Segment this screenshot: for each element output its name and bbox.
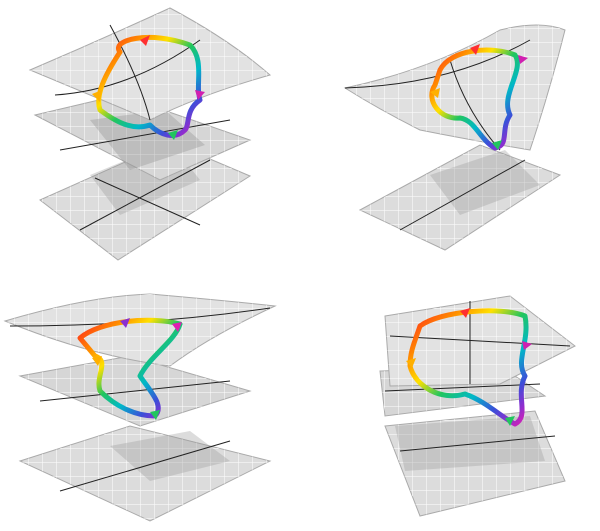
loop-arrow-icon <box>195 90 205 100</box>
loop-arrow-icon <box>460 308 470 318</box>
loop-arrow-icon <box>406 358 416 368</box>
loop-arrow-icon <box>150 410 160 420</box>
surface-diagram-bottom-left <box>3 293 277 522</box>
surface-diagram-top-left <box>28 7 272 261</box>
panel-top-right <box>300 0 600 265</box>
loop-arrow-icon <box>492 140 502 150</box>
loop-arrow-icon <box>120 318 130 328</box>
loop-arrow-icon <box>168 130 178 140</box>
saddle-sheet <box>343 24 566 151</box>
surface-diagram-bottom-right <box>379 295 576 517</box>
panel-bottom-left <box>0 266 300 531</box>
loop-arrow-icon <box>470 44 480 55</box>
middle-sheet <box>18 355 252 427</box>
colored-loop-curve <box>407 308 529 427</box>
panel-top-left <box>0 0 300 265</box>
middle-sheet <box>33 94 252 181</box>
surface-diagram-top-right <box>343 24 566 251</box>
bottom-sheet <box>384 410 566 517</box>
bottom-sheet <box>18 425 272 522</box>
loop-arrow-icon <box>505 416 515 426</box>
loop-arrow-icon <box>172 322 182 332</box>
bottom-sheet <box>358 144 562 251</box>
colored-loop-curve <box>96 35 203 138</box>
loop-arrow-icon <box>92 90 102 102</box>
colored-loop-curve <box>77 317 183 419</box>
loop-arrow-icon <box>92 356 102 366</box>
loop-arrow-icon <box>140 35 150 46</box>
colored-loop-curve <box>429 47 520 151</box>
top-saddle-sheet <box>3 293 277 367</box>
panel-bottom-right <box>300 266 600 531</box>
loop-arrow-icon <box>522 341 532 350</box>
loop-arrow-icon <box>518 55 528 64</box>
top-saddle-sheet <box>28 7 272 121</box>
bottom-sheet <box>39 141 252 261</box>
loop-arrow-icon <box>430 88 440 98</box>
